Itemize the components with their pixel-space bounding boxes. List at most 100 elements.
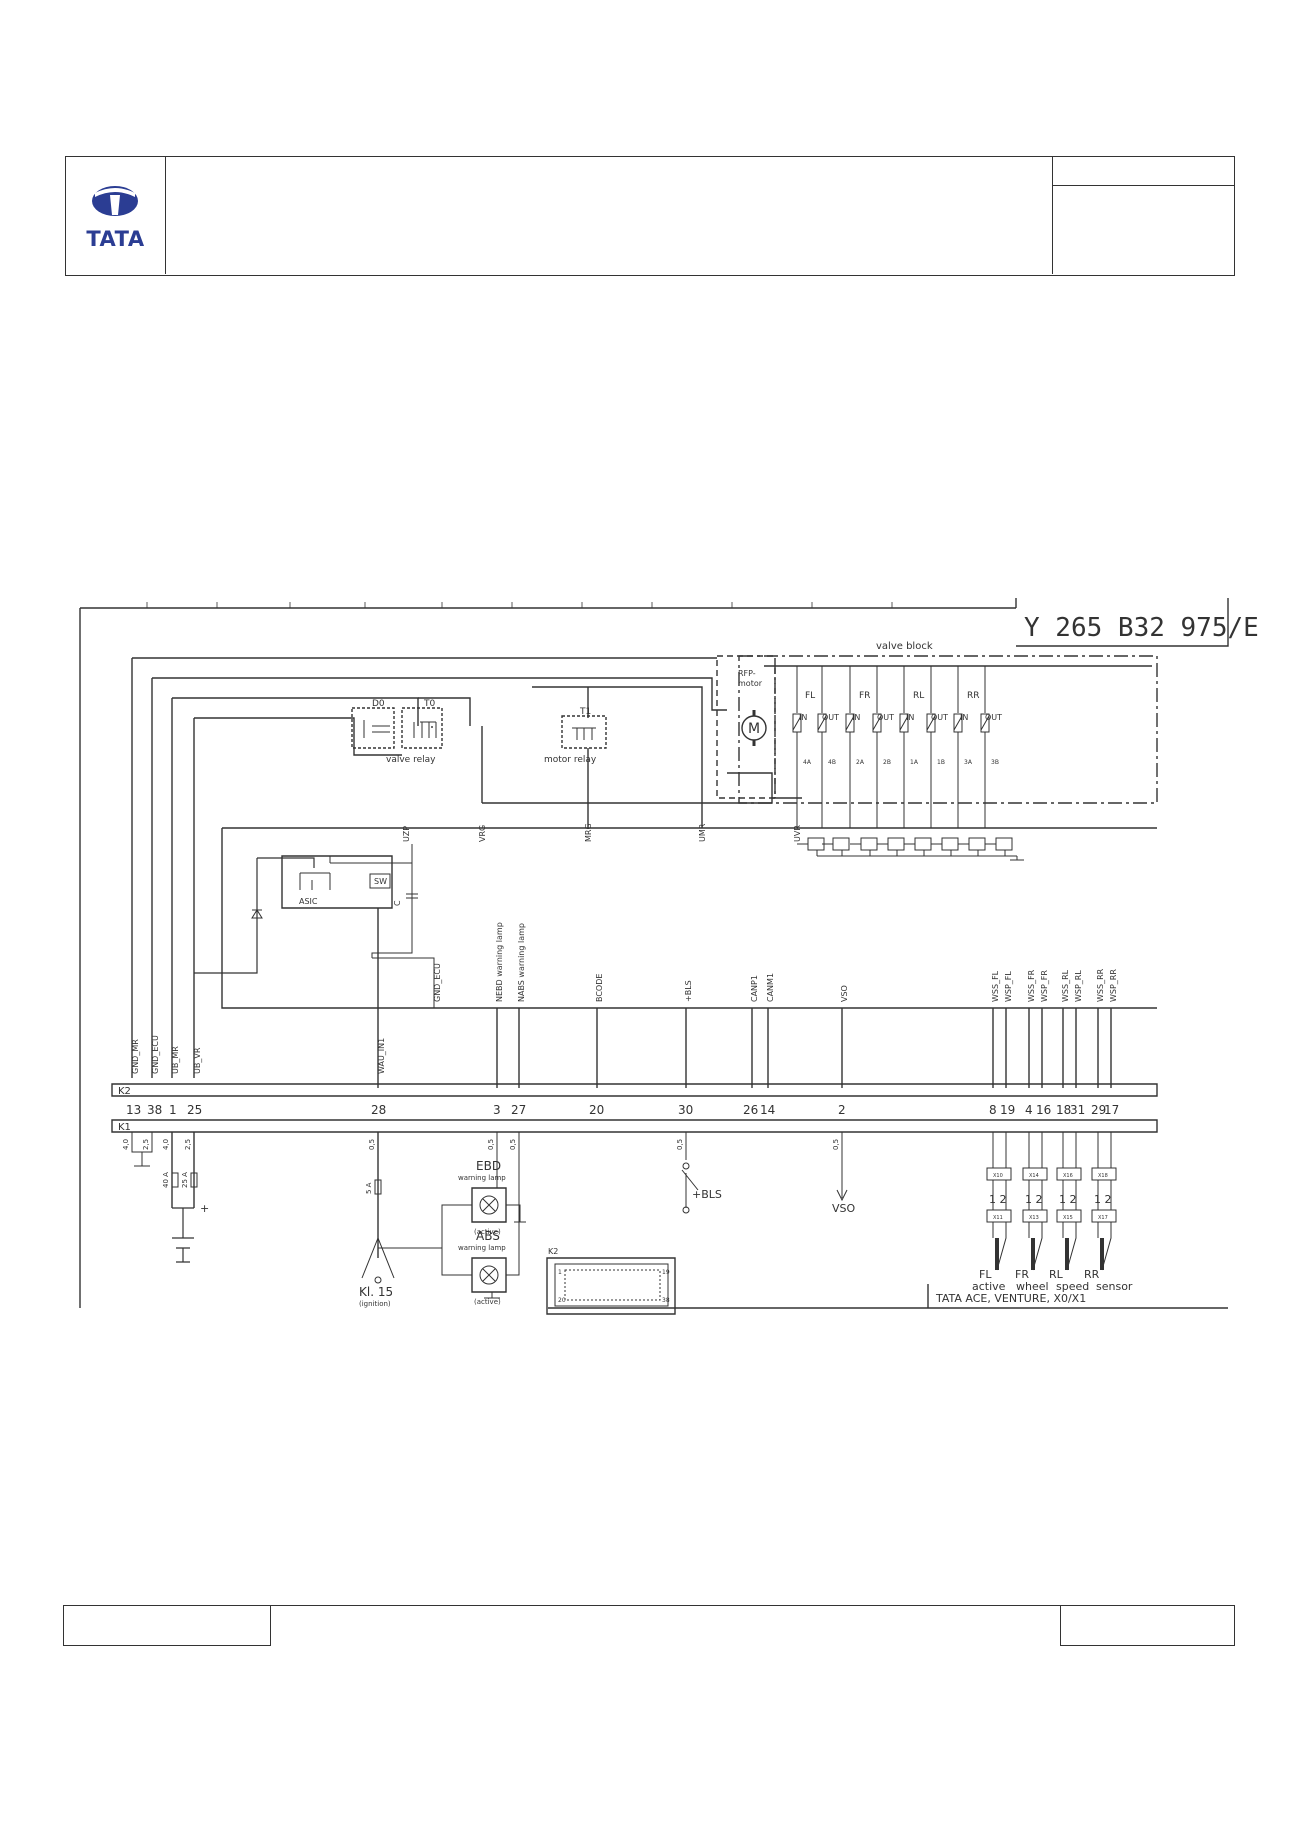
pin-number: 26 — [743, 1103, 758, 1117]
pin-signal-label: WSP_RR — [1109, 969, 1118, 1002]
pin-signal-label: +BLS — [684, 980, 693, 1002]
valve-block-title: valve block — [876, 641, 933, 652]
sensor-caption: sensor — [1096, 1280, 1133, 1293]
pin-signal-label: WSS_FL — [991, 970, 1000, 1002]
wire-size: 0,5 — [368, 1139, 376, 1150]
valve-port-label: 2A — [856, 759, 865, 766]
valve-port-label: 1A — [910, 759, 919, 766]
ebd-lamp-active: (active) — [474, 1228, 501, 1236]
sw-label: SW — [374, 877, 387, 886]
sensor-code: X14 — [1029, 1173, 1039, 1179]
connector-k1-label: K1 — [118, 1122, 131, 1133]
footer-divider — [271, 1605, 1060, 1606]
pin-signal-label: WSS_RR — [1096, 968, 1105, 1002]
pin-number: 2 — [838, 1103, 846, 1117]
valve-port-label: 3A — [964, 759, 973, 766]
tata-logo-icon — [92, 186, 138, 216]
sensor-pins: 1 2 — [1094, 1193, 1112, 1206]
battery-plus: + — [200, 1202, 209, 1215]
bls-label: +BLS — [692, 1188, 722, 1201]
abs-lamp-title: ABS — [476, 1229, 500, 1243]
wheel-label-rr: RR — [967, 691, 980, 701]
header-right-cell — [1052, 157, 1234, 274]
pin-signal-label: WSS_RL — [1061, 969, 1070, 1002]
wire-size: 4,0 — [122, 1139, 130, 1150]
pin-number: 16 — [1036, 1103, 1051, 1117]
pin-number: 14 — [760, 1103, 775, 1117]
sensor-caption: wheel — [1016, 1280, 1049, 1293]
pin-signal-label: VSO — [840, 985, 849, 1002]
k2-plug-pin: 1 — [558, 1269, 562, 1276]
wire-size: 2,5 — [184, 1139, 192, 1150]
valve-port-label: 4A — [803, 759, 812, 766]
sensor-code: X15 — [1063, 1215, 1073, 1221]
pin-number: 4 — [1025, 1103, 1033, 1117]
pin-number: 29 — [1091, 1103, 1106, 1117]
pin-number: 30 — [678, 1103, 693, 1117]
pin-signal-label: WSP_FR — [1040, 970, 1049, 1002]
wheel-label-rl: RL — [913, 691, 924, 701]
pin-signal-label: WSP_RL — [1074, 970, 1083, 1002]
motor-relay-label: motor relay — [544, 755, 597, 765]
wire-size: 0,5 — [509, 1139, 517, 1150]
sensor-caption: speed — [1056, 1280, 1089, 1293]
k2-plug-pin: 20 — [558, 1297, 566, 1304]
connector-k2-label: K2 — [118, 1086, 131, 1097]
header-right-top — [1053, 157, 1234, 186]
abs-lamp-active: (active) — [474, 1298, 501, 1306]
sensor-code: X18 — [1098, 1173, 1108, 1179]
pin-signal-label: NEBD warning lamp — [495, 922, 504, 1002]
pin-number: 3 — [493, 1103, 501, 1117]
abs-lamp-sub: warning lamp — [458, 1244, 506, 1252]
ignition-sub: (ignition) — [359, 1300, 391, 1308]
logo-cell: TATA — [66, 157, 166, 274]
pin-signal-label: GND_MR — [131, 1039, 140, 1074]
sensor-code: X17 — [1098, 1215, 1108, 1221]
fuse-label: 25 A — [181, 1172, 189, 1188]
signal-uzp: UZP — [402, 826, 411, 842]
valve-port-label: 3B — [991, 759, 999, 766]
sensor-pins: 1 2 — [1059, 1193, 1077, 1206]
valve-relay-label: valve relay — [386, 755, 436, 765]
ebd-lamp-sub: warning lamp — [458, 1174, 506, 1182]
valve-out-label: OUT — [931, 713, 948, 722]
relay-t0: T0 — [423, 699, 435, 709]
sensor-code: X10 — [993, 1173, 1003, 1179]
fuse-label: 5 A — [365, 1182, 373, 1194]
valve-out-label: OUT — [822, 713, 839, 722]
signal-vrg: VRG — [478, 825, 487, 842]
vehicle-label: TATA ACE, VENTURE, X0/X1 — [935, 1292, 1086, 1305]
pin-number: 13 — [126, 1103, 141, 1117]
sensor-caption: FR — [1015, 1268, 1029, 1281]
pin-number: 17 — [1104, 1103, 1119, 1117]
pin-number: 8 — [989, 1103, 997, 1117]
motor-symbol: M — [748, 721, 760, 737]
valve-in-label: IN — [852, 713, 860, 722]
footer-left-cell — [63, 1605, 271, 1646]
pin-signal-label: GND_ECU — [151, 1035, 160, 1074]
relay-d0: D0 — [372, 699, 385, 709]
sensor-pins: 1 2 — [1025, 1193, 1043, 1206]
drawing-number: Y 265 B32 975/E — [1024, 613, 1259, 643]
pin-number: 1 — [169, 1103, 177, 1117]
signal-umr: UMR — [698, 823, 707, 842]
pin-number: 28 — [371, 1103, 386, 1117]
signal-mrg: MRG — [584, 823, 593, 842]
abs-wiring-schematic: Y 265 B32 975/E valve block RFP- motor M… — [79, 598, 1259, 1315]
pin-number: 31 — [1070, 1103, 1085, 1117]
wheel-label-fr: FR — [859, 691, 870, 701]
ebd-lamp-title: EBD — [476, 1159, 501, 1173]
valve-out-label: OUT — [877, 713, 894, 722]
pin-signal-label: NABS warning lamp — [517, 923, 526, 1002]
sensor-caption: RL — [1049, 1268, 1064, 1281]
valve-in-label: IN — [906, 713, 914, 722]
valve-port-label: 4B — [828, 759, 836, 766]
sensor-caption: active — [972, 1280, 1006, 1293]
sensor-pins: 1 2 — [989, 1193, 1007, 1206]
pin-number: 18 — [1056, 1103, 1071, 1117]
sensor-caption: FL — [979, 1268, 992, 1281]
valve-in-label: IN — [960, 713, 968, 722]
vso-label: VSO — [832, 1202, 856, 1215]
wire-size: 2,5 — [142, 1139, 150, 1150]
k2-plug-pin: 19 — [662, 1269, 670, 1276]
